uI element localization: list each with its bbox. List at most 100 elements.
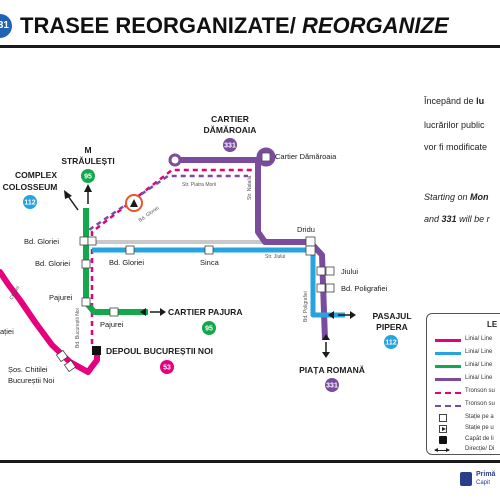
stop-fragment-tiei: ației: [0, 327, 14, 336]
place-cartier: CARTIER: [211, 114, 249, 124]
title-upright: TRASEE REORGANIZATE/: [20, 13, 296, 38]
stop-marker-bucurestii-noi: [63, 359, 77, 373]
route-purple: [172, 157, 328, 341]
legend-dash-pink: [435, 392, 461, 394]
stop-marker-gloriei-1: [79, 236, 89, 246]
legend-row-purple: Linia/ Line: [435, 375, 500, 385]
stop-pajurei-2: Pajurei: [100, 320, 124, 329]
stop-marker-damaroaia: [261, 152, 271, 162]
info-en-1: Starting on Mon: [424, 192, 489, 202]
route-pink-dashed: [90, 168, 252, 344]
place-m: M: [84, 145, 91, 155]
stop-marker-poligrafiei: [316, 283, 326, 293]
stop-labels: Bd. Gloriei Bd. Gloriei Bd. Gloriei Sinc…: [0, 152, 388, 385]
place-labels: COMPLEX COLOSSEUM M STRĂULEȘTI CARTIER D…: [3, 114, 412, 375]
header-rule: [0, 45, 500, 48]
page-header: 31 TRASEE REORGANIZATE/ REORGANIZE: [0, 0, 500, 56]
loop-left: [168, 153, 182, 167]
stop-sinca: Sinca: [200, 258, 220, 267]
legend-row-pink: Linia/ Line: [435, 336, 500, 346]
stop-bd-gloriei-3: Bd. Gloriei: [109, 258, 144, 267]
legend-row-green: Linia/ Line: [435, 362, 500, 372]
street-jiului: Str. Jiului: [265, 254, 285, 260]
badge-331-top-circle: [223, 138, 237, 152]
info-ro-2: lucrărilor public: [424, 120, 485, 130]
stop-markers: [55, 152, 335, 373]
legend-line-blue: [435, 352, 461, 355]
street-bucurestii-noi: Bd. Bucureștii Noi: [75, 308, 81, 348]
stop-jiului: Jiului: [341, 267, 358, 276]
info-ro-1: Începând de lu: [424, 96, 485, 106]
arrow-colosseum: [64, 190, 79, 211]
badge-112-right: 112: [385, 340, 396, 347]
city-hall-logo: Primă Capit: [460, 468, 500, 500]
legend-line-purple: [435, 378, 461, 381]
street-natalia: Str. Natalia: [247, 175, 253, 200]
stop-marker-dridu: [305, 236, 316, 247]
stop-cartier-damaroaia: Cartier Dămăroaia: [275, 152, 337, 161]
place-straulesti: STRĂULEȘTI: [61, 156, 114, 166]
legend-terminus-square: [439, 436, 447, 444]
route-pink: [0, 269, 100, 375]
stop-marker-poligrafiei-b: [325, 283, 335, 293]
arrow-straulesti: [84, 184, 92, 204]
place-depou: DEPOUL BUCUREȘTII NOI: [106, 346, 213, 356]
stop-marker-gloriei-3: [125, 245, 135, 255]
badge-112-left-circle: [23, 195, 37, 209]
info-en-2: and 331 will be r: [424, 214, 490, 224]
place-piata-romana: PIAȚA ROMANĂ: [299, 365, 365, 375]
stop-marker-dridu-b: [305, 245, 316, 256]
badge-53: 53: [163, 365, 171, 372]
stop-dridu: Dridu: [297, 225, 315, 234]
badge-112-left: 112: [24, 200, 35, 207]
legend-row-stop: Stație pe a: [435, 414, 500, 424]
street-poligrafiei: Bd. Poligrafiei: [303, 291, 309, 322]
loop-damaroaia: [256, 147, 276, 167]
direction-arrows: [64, 184, 356, 358]
legend-dash-purple: [435, 405, 461, 407]
place-pipera: PIPERA: [376, 322, 408, 332]
place-colosseum: COLOSSEUM: [3, 182, 58, 192]
badge-53-circle: [160, 360, 174, 374]
route-badges: 95 112 331 95 53 112 331: [23, 138, 398, 392]
stop-bucurestii-noi: Bucureștii Noi: [8, 376, 55, 385]
stop-bd-gloriei-1: Bd. Gloriei: [24, 237, 59, 246]
roadworks-icon: [125, 194, 143, 212]
place-complex: COMPLEX: [15, 170, 57, 180]
arrow-piata-romana: [322, 334, 330, 358]
stop-marker-gloriei-1b: [87, 236, 97, 246]
badge-95-top-circle: [81, 169, 95, 183]
stop-marker-gloriei-2: [81, 259, 91, 269]
legend-line-pink: [435, 339, 461, 342]
page-title: TRASEE REORGANIZATE/ REORGANIZE: [20, 13, 449, 39]
stop-marker-pajurei-2: [109, 307, 119, 317]
stop-marker-jiului: [316, 266, 326, 276]
badge-95-pajura: 95: [205, 326, 213, 333]
street-platra-morii: Str. Piatra Morii: [182, 182, 216, 188]
stop-marker-jiului-b: [325, 266, 335, 276]
legend-row-dash-purple: Tronson su: [435, 401, 500, 411]
depot-marker: [92, 346, 101, 355]
legend: LE Linia/ Line Linia/ Line Linia/ Line L…: [426, 313, 500, 455]
place-pasajul: PASAJUL: [372, 311, 411, 321]
legend-row-blue: Linia/ Line: [435, 349, 500, 359]
arrow-pajura: [140, 308, 166, 316]
place-cartier-pajura: CARTIER PAJURA: [168, 307, 242, 317]
legend-stop-triangle: [439, 425, 447, 433]
legend-row-terminus: Capăt de li: [435, 436, 500, 446]
logo-mark-icon: [460, 472, 472, 486]
route-green: [83, 208, 148, 315]
stop-marker-sinca: [204, 245, 214, 255]
legend-line-green: [435, 365, 461, 368]
info-ro-3: vor fi modificate: [424, 142, 488, 152]
stop-bd-poligrafiei: Bd. Poligrafiei: [341, 284, 388, 293]
legend-stop-square: [439, 414, 447, 422]
line-badge: 31: [0, 14, 12, 38]
stop-sos-chitilei: Șos. Chitilei: [8, 365, 48, 374]
badge-112-right-circle: [384, 335, 398, 349]
badge-95-pajura-circle: [202, 321, 216, 335]
stop-marker-chitilei: [55, 349, 69, 363]
stop-bd-gloriei-2: Bd. Gloriei: [35, 259, 70, 268]
route-purple-dashed: [84, 174, 248, 237]
